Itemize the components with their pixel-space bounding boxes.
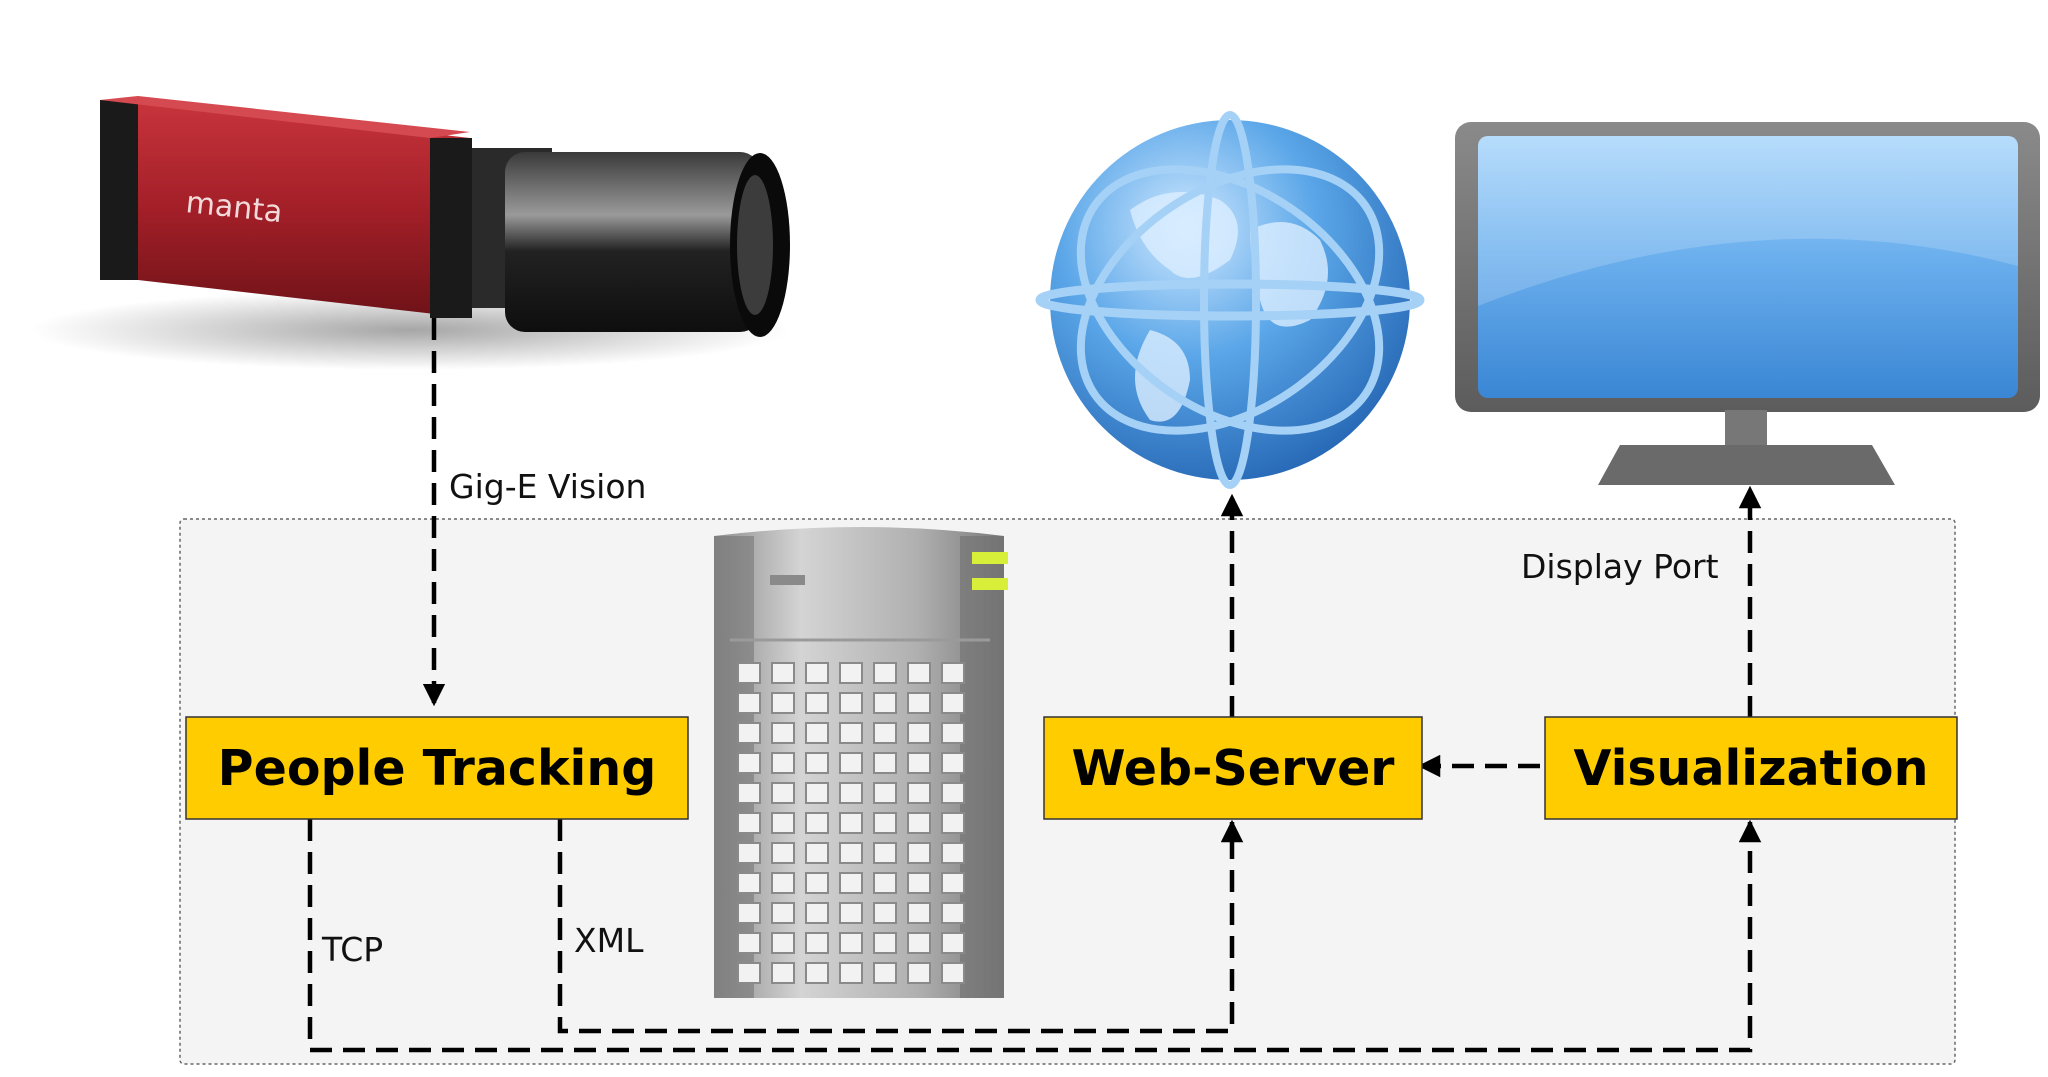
server-vent-cell [907,962,931,984]
server-vent-cell [771,872,795,894]
server-vent-cell [737,812,761,834]
server-vent-cell [771,782,795,804]
server-vent-cell [907,662,931,684]
server-vent-cell [805,752,829,774]
display-port-label: Display Port [1521,547,1719,586]
server-vent-cell [839,932,863,954]
server-vent-cell [771,932,795,954]
camera-icon: manta [30,96,790,370]
server-vent-cell [941,782,965,804]
server-vent-cell [737,872,761,894]
web-server-box: Web-Server [1043,716,1423,820]
server-vent-cell [771,692,795,714]
server-vent-cell [907,722,931,744]
server-vent-cell [839,782,863,804]
server-vent-cell [839,662,863,684]
server-vent-cell [771,662,795,684]
server-icon [714,527,1008,998]
server-vent-cell [805,932,829,954]
server-vent-cell [737,662,761,684]
server-vent-cell [941,812,965,834]
server-vent-cell [737,692,761,714]
server-vent-cell [805,782,829,804]
server-vent-cell [941,962,965,984]
server-vent-cell [907,932,931,954]
server-vent-cell [941,692,965,714]
link-people-tracking-tcp [307,819,1762,1053]
server-vent-cell [941,842,965,864]
web-server-label: Web-Server [1072,740,1396,797]
server-vent-cell [907,782,931,804]
server-vent-cell [771,962,795,984]
server-vent-cell [839,752,863,774]
server-vent-cell [737,752,761,774]
server-vent-cell [873,962,897,984]
server-vent-cell [771,722,795,744]
globe-icon [1035,111,1425,489]
server-vent-cell [873,902,897,924]
server-vent-cell [873,662,897,684]
link-people-tracking-xml [557,819,1244,1034]
server-vent-cell [737,962,761,984]
server-vent-cell [873,872,897,894]
server-vent-cell [941,722,965,744]
people-tracking-box: People Tracking [185,716,689,820]
server-vent-cell [771,842,795,864]
server-vent-cell [873,842,897,864]
server-vent-cell [805,812,829,834]
server-vent-cell [873,722,897,744]
server-vent-cell [771,812,795,834]
server-vent-cell [805,902,829,924]
server-vent-cell [839,902,863,924]
server-vent-cell [907,812,931,834]
server-vent-cell [907,902,931,924]
gige-vision-label: Gig-E Vision [449,467,646,506]
visualization-label: Visualization [1574,740,1929,797]
server-vent-cell [873,932,897,954]
server-vent-cell [737,902,761,924]
server-vent-cell [907,752,931,774]
server-vent-cell [839,962,863,984]
server-vent-cell [941,752,965,774]
server-vent-cell [941,872,965,894]
server-vent-cell [771,752,795,774]
server-vent-cell [805,872,829,894]
server-vent-cell [839,872,863,894]
server-vent-cell [771,902,795,924]
server-vent-cell [941,902,965,924]
server-vent-cell [737,842,761,864]
server-vent-cell [805,962,829,984]
server-vent-cell [805,662,829,684]
server-vent-cell [839,722,863,744]
server-vent-cell [737,722,761,744]
server-vent-cell [839,842,863,864]
tcp-label: TCP [321,930,383,969]
server-vent-cell [805,722,829,744]
connectors [307,318,1762,1053]
server-vent-cell [737,932,761,954]
people-tracking-label: People Tracking [218,740,657,797]
server-vent-cell [737,782,761,804]
monitor-icon [1455,122,2040,485]
server-vent-cell [839,692,863,714]
server-vent-cell [907,872,931,894]
server-vent-cell [941,662,965,684]
visualization-box: Visualization [1544,716,1958,820]
server-vent-cell [907,692,931,714]
server-vent-cell [873,782,897,804]
server-vent-cell [873,692,897,714]
server-vent-cell [805,842,829,864]
server-vent-cell [805,692,829,714]
xml-label: XML [574,921,644,960]
server-vent-cell [907,842,931,864]
server-vent-cell [873,752,897,774]
server-vent-cell [873,812,897,834]
server-vent-cell [941,932,965,954]
server-vent-cell [839,812,863,834]
